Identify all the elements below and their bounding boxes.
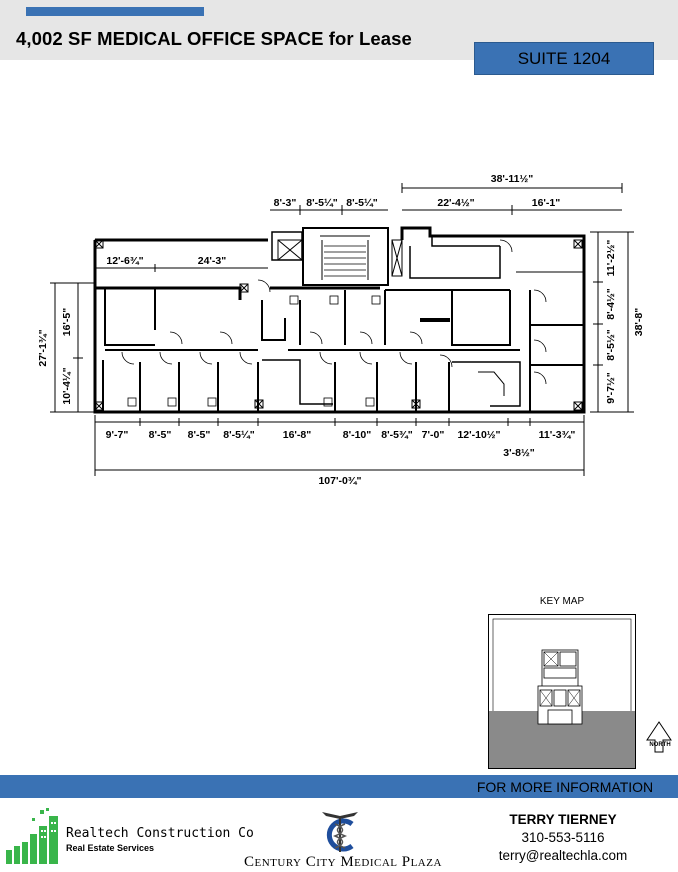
- dim-bottom: 16'-8": [283, 429, 312, 441]
- dim-bottom: 7'-0": [422, 429, 445, 441]
- dim-top: 16'-1": [532, 197, 561, 209]
- dim-top: 8'-5¼": [346, 197, 377, 209]
- north-arrow-icon: NORTH: [646, 721, 672, 753]
- dim-bottom: 9'-7": [106, 429, 129, 441]
- dim-bottom: 8'-10": [343, 429, 372, 441]
- company-subtitle: Real Estate Services: [66, 843, 155, 853]
- dim-right: 38'-8": [633, 308, 645, 337]
- contact-name: TERRY TIERNEY: [509, 812, 617, 827]
- dim-top: 12'-6¾": [106, 255, 143, 267]
- dim-bottom: 8'-5¾": [381, 429, 412, 441]
- dim-top-total: 38'-11½": [491, 173, 534, 185]
- key-map-label: KEY MAP: [539, 596, 585, 607]
- dim-left: 10'-4¼": [61, 367, 73, 404]
- dim-right: 11'-2½": [605, 240, 617, 277]
- dim-right: 8'-5½": [605, 329, 617, 360]
- caduceus-logo-icon: [322, 812, 358, 852]
- plaza-name: Century City Medical Plaza: [244, 854, 442, 870]
- company-name: Realtech Construction Co: [66, 826, 254, 841]
- dim-bottom: 8'-5": [149, 429, 172, 441]
- dim-left: 16'-5": [61, 308, 73, 337]
- north-label: NORTH: [649, 742, 670, 748]
- dim-bottom: 8'-5": [188, 429, 211, 441]
- suite-badge: SUITE 1204: [474, 42, 654, 75]
- dim-left: 27'-1¾": [37, 329, 49, 366]
- info-label: FOR MORE INFORMATION: [476, 779, 654, 795]
- dim-top: 24'-3": [198, 255, 227, 267]
- dim-top: 8'-5¼": [306, 197, 337, 209]
- dim-bottom: 12'-10½": [457, 429, 500, 441]
- contact-phone[interactable]: 310-553-5116: [521, 830, 605, 845]
- dim-top: 8'-3": [274, 197, 297, 209]
- contact-email[interactable]: terry@realtechla.com: [498, 848, 628, 863]
- realtech-logo: [6, 808, 58, 864]
- key-map: [488, 614, 636, 769]
- dim-bottom: 11'-3¾": [539, 429, 576, 441]
- info-bar: [0, 775, 678, 798]
- dim-top: 22'-4½": [437, 197, 474, 209]
- dim-right: 9'-7½": [605, 372, 617, 403]
- dim-total-width: 107'-0¾": [318, 475, 361, 487]
- floor-plan: 38'-11½" 8'-3" 8'-5¼" 8'-5¼" 22'-4½" 16'…: [37, 173, 645, 487]
- dim-right: 8'-4½": [605, 288, 617, 319]
- dim-bottom: 3'-8½": [503, 447, 534, 459]
- header-accent-strip: [26, 7, 204, 16]
- dim-bottom: 8'-5¼": [223, 429, 254, 441]
- page-title: 4,002 SF MEDICAL OFFICE SPACE for Lease: [16, 28, 412, 49]
